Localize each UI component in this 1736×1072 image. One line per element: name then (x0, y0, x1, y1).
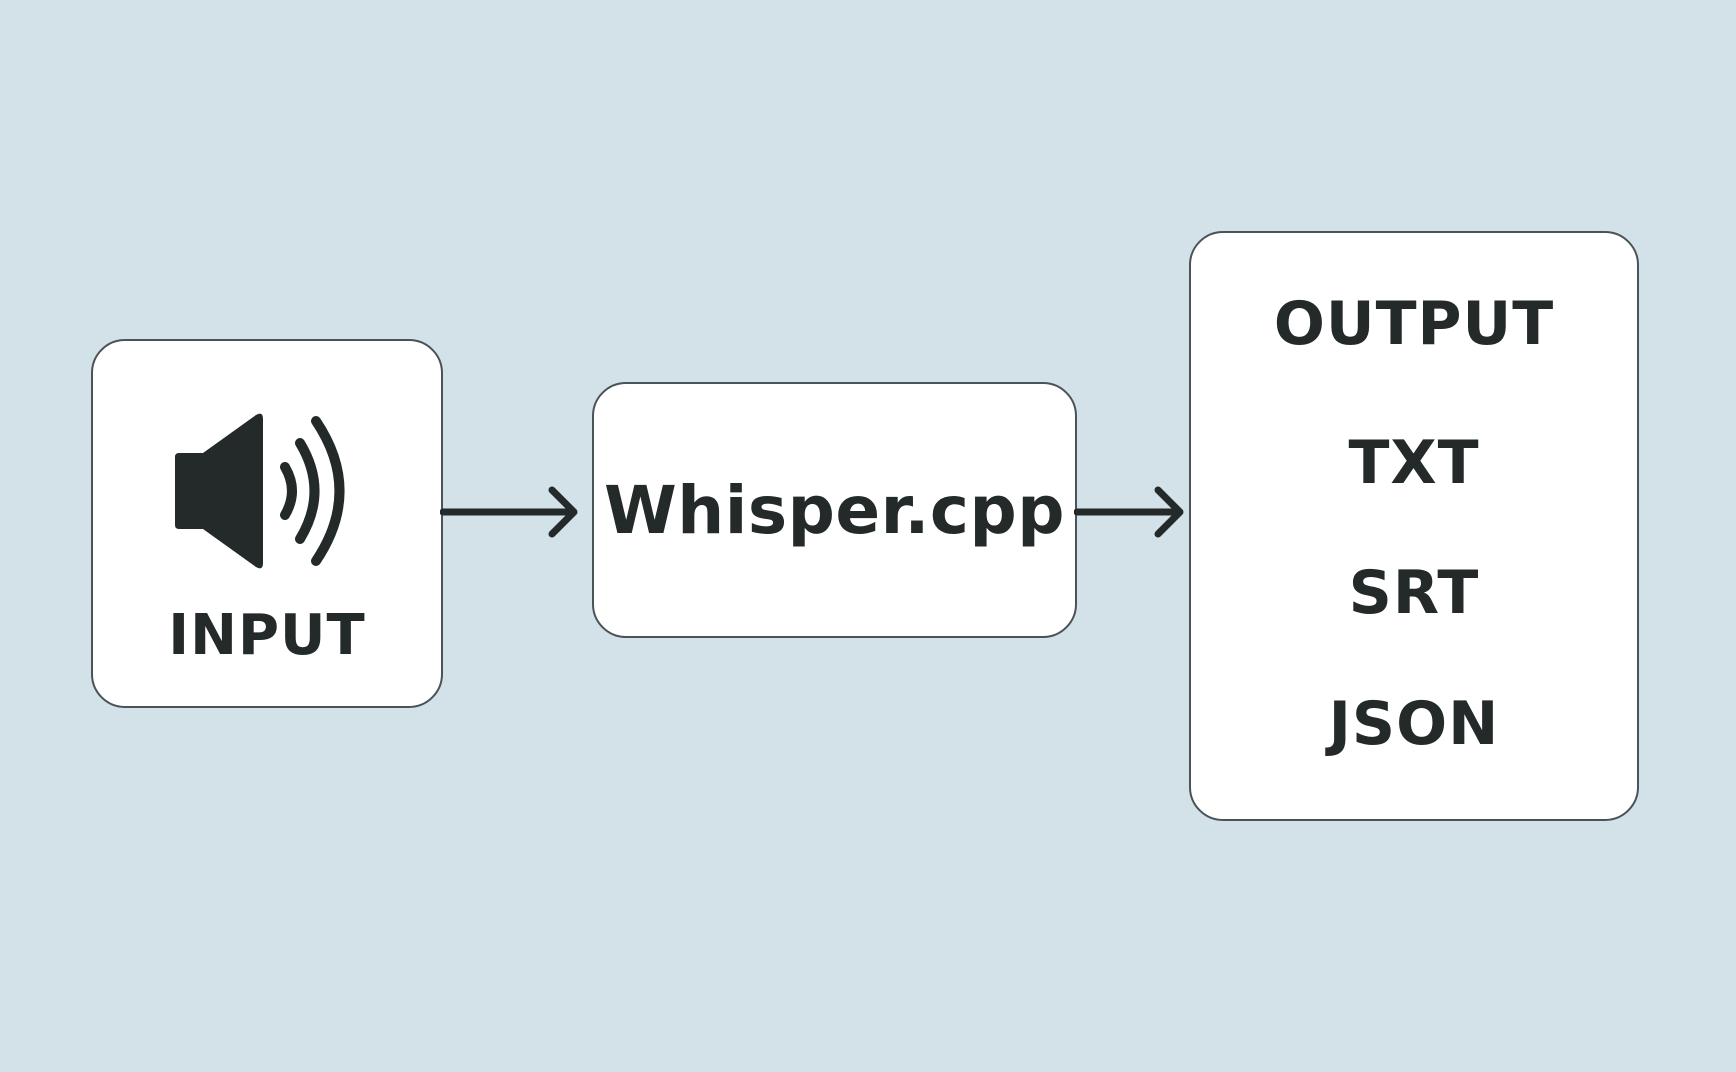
arrow-input-to-engine (440, 486, 578, 538)
input-label: INPUT (168, 603, 366, 668)
output-format-srt: SRT (1348, 558, 1480, 628)
speaker-icon (175, 413, 345, 569)
output-format-txt: TXT (1348, 428, 1480, 498)
engine-label: Whisper.cpp (603, 471, 1066, 549)
whisper-engine-node: Whisper.cpp (592, 382, 1077, 638)
input-node: INPUT (91, 339, 443, 708)
arrow-engine-to-output (1074, 486, 1184, 538)
output-format-json: JSON (1328, 689, 1500, 759)
output-title: OUTPUT (1273, 289, 1555, 359)
output-node: OUTPUT TXT SRT JSON (1189, 231, 1639, 821)
